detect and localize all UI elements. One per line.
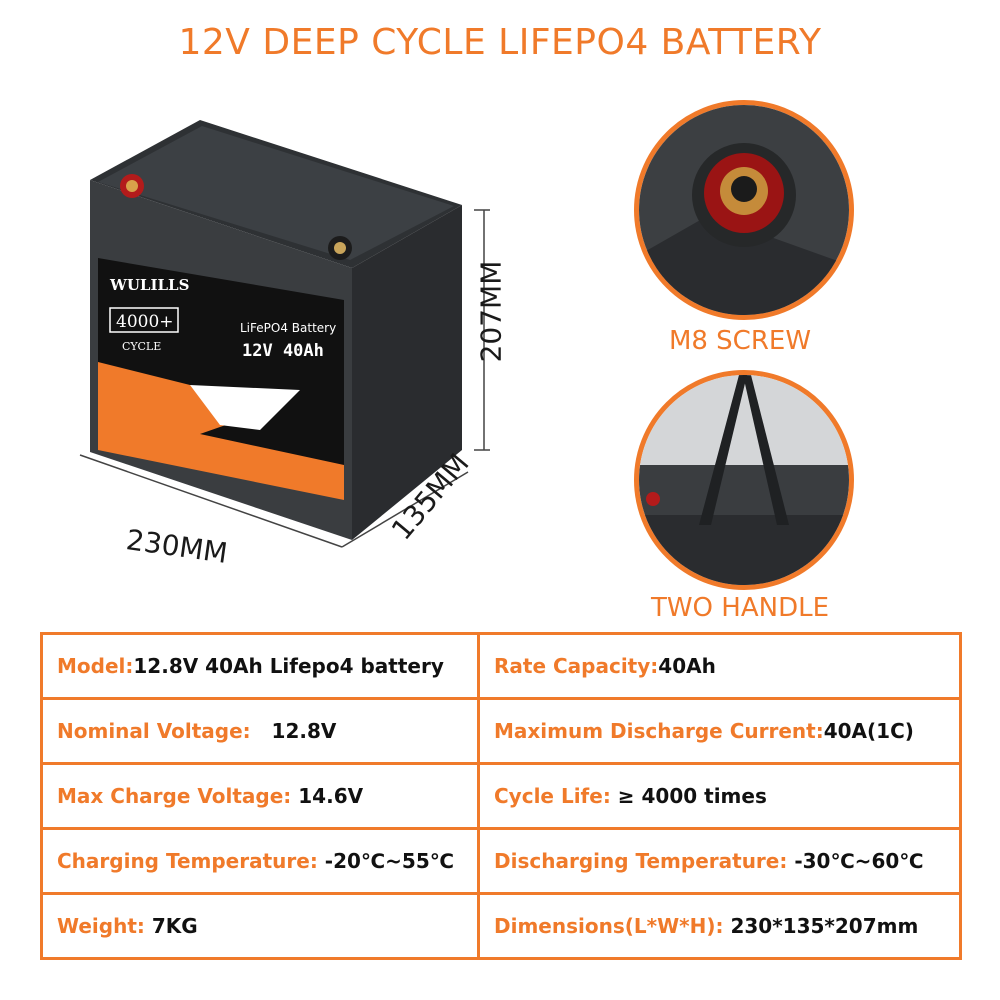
handle-closeup — [634, 370, 854, 590]
spec-discharging-temperature: Discharging Temperature: -30℃~60℃ — [477, 827, 962, 895]
spec-value: 40A(1C) — [823, 719, 914, 743]
battery-cycle-word: CYCLE — [122, 340, 161, 353]
battery-illustration: WULILLS 4000+ CYCLE LiFePO4 Battery 12V … — [79, 120, 490, 548]
screw-caption: M8 SCREW — [668, 326, 812, 356]
spec-label: Nominal Voltage: — [57, 719, 251, 743]
spec-rate-capacity: Rate Capacity:40Ah — [477, 632, 962, 700]
table-row: Nominal Voltage: 12.8V Maximum Discharge… — [40, 697, 962, 765]
screw-closeup — [634, 100, 854, 320]
spec-label: Weight: — [57, 914, 145, 938]
spec-label: Model: — [57, 654, 134, 678]
spec-model: Model:12.8V 40Ah Lifepo4 battery — [40, 632, 480, 700]
spec-value: 12.8V — [271, 719, 337, 743]
page-title: 12V DEEP CYCLE LIFEPO4 BATTERY — [178, 22, 822, 63]
battery-cycle-badge: 4000+ — [116, 312, 174, 332]
table-row: Model:12.8V 40Ah Lifepo4 battery Rate Ca… — [40, 632, 962, 700]
spec-label: Max Charge Voltage: — [57, 784, 292, 808]
battery-brand: WULILLS — [109, 276, 189, 294]
spec-value: 230*135*207mm — [730, 914, 919, 938]
spec-label: Cycle Life: — [494, 784, 611, 808]
spec-dimensions: Dimensions(L*W*H): 230*135*207mm — [477, 892, 962, 960]
spec-label: Rate Capacity: — [494, 654, 659, 678]
specs-table: Model:12.8V 40Ah Lifepo4 battery Rate Ca… — [40, 632, 962, 960]
spec-value: 7KG — [151, 914, 198, 938]
spec-value: -30℃~60℃ — [794, 849, 924, 873]
spec-value: 14.6V — [298, 784, 364, 808]
spec-weight: Weight: 7KG — [40, 892, 480, 960]
spec-value: -20℃~55℃ — [324, 849, 454, 873]
spec-label: Dimensions(L*W*H): — [494, 914, 724, 938]
spec-value: ≥ 4000 times — [617, 784, 767, 808]
spec-value: 12.8V 40Ah Lifepo4 battery — [133, 654, 444, 678]
battery-rating: 12V 40Ah — [242, 341, 324, 361]
spec-charging-temperature: Charging Temperature: -20℃~55℃ — [40, 827, 480, 895]
spec-max-discharge-current: Maximum Discharge Current:40A(1C) — [477, 697, 962, 765]
battery-chem: LiFePO4 Battery — [240, 321, 336, 335]
spec-nominal-voltage: Nominal Voltage: 12.8V — [40, 697, 480, 765]
table-row: Weight: 7KG Dimensions(L*W*H): 230*135*2… — [40, 892, 962, 960]
table-row: Charging Temperature: -20℃~55℃ Dischargi… — [40, 827, 962, 895]
spec-cycle-life: Cycle Life: ≥ 4000 times — [477, 762, 962, 830]
handle-caption: TWO HANDLE — [650, 593, 830, 623]
spec-label: Discharging Temperature: — [494, 849, 788, 873]
height-dimension: 207MM — [474, 260, 508, 363]
spec-label: Charging Temperature: — [57, 849, 318, 873]
spec-value: 40Ah — [658, 654, 716, 678]
spec-label: Maximum Discharge Current: — [494, 719, 824, 743]
table-row: Max Charge Voltage: 14.6V Cycle Life: ≥ … — [40, 762, 962, 830]
spec-max-charge-voltage: Max Charge Voltage: 14.6V — [40, 762, 480, 830]
